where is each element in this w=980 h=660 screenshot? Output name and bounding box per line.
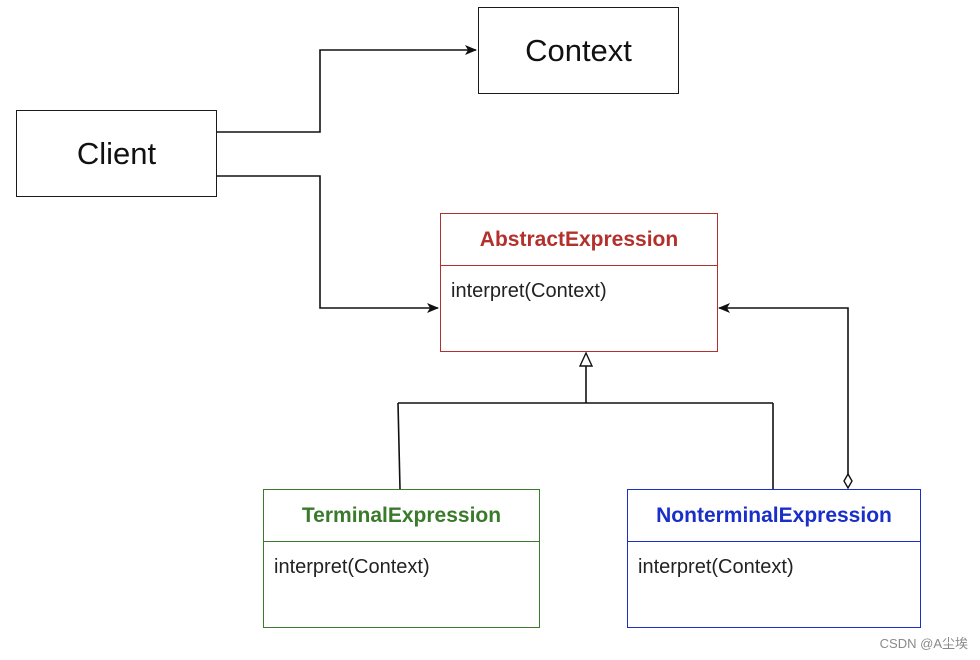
terminal-expression-method-text: interpret(Context) (274, 556, 430, 578)
abstract-expression-method-text: interpret(Context) (451, 280, 607, 302)
watermark: CSDN @A尘埃 (879, 636, 968, 651)
edge-aggregation-nonterminal-to-abstract (718, 303, 849, 475)
edge-client-to-abstract-expression (217, 175, 439, 313)
nonterminal-expression-method: interpret(Context) (628, 542, 920, 579)
abstract-expression-class[interactable]: AbstractExpression interpret(Context) (440, 213, 718, 352)
nonterminal-expression-method-text: interpret(Context) (638, 556, 794, 578)
nonterminal-expression-class[interactable]: NonterminalExpression interpret(Context) (627, 489, 921, 628)
aggregation-diamond-icon (843, 472, 853, 490)
inheritance-triangle-icon (578, 351, 594, 367)
client-label: Client (76, 135, 157, 171)
client-box[interactable]: Client (16, 110, 217, 197)
context-box[interactable]: Context (478, 7, 679, 94)
terminal-expression-title: TerminalExpression (264, 490, 539, 542)
nonterminal-expression-title-text: NonterminalExpression (656, 503, 892, 527)
terminal-expression-title-text: TerminalExpression (301, 503, 502, 527)
edge-terminal-to-abstract (397, 402, 401, 490)
abstract-expression-title: AbstractExpression (441, 214, 717, 266)
edge-client-to-context (217, 45, 477, 133)
context-label: Context (525, 32, 632, 68)
abstract-expression-method: interpret(Context) (441, 266, 717, 303)
nonterminal-expression-title: NonterminalExpression (628, 490, 920, 542)
terminal-expression-class[interactable]: TerminalExpression interpret(Context) (263, 489, 540, 628)
abstract-expression-title-text: AbstractExpression (479, 227, 679, 251)
terminal-expression-method: interpret(Context) (264, 542, 539, 579)
